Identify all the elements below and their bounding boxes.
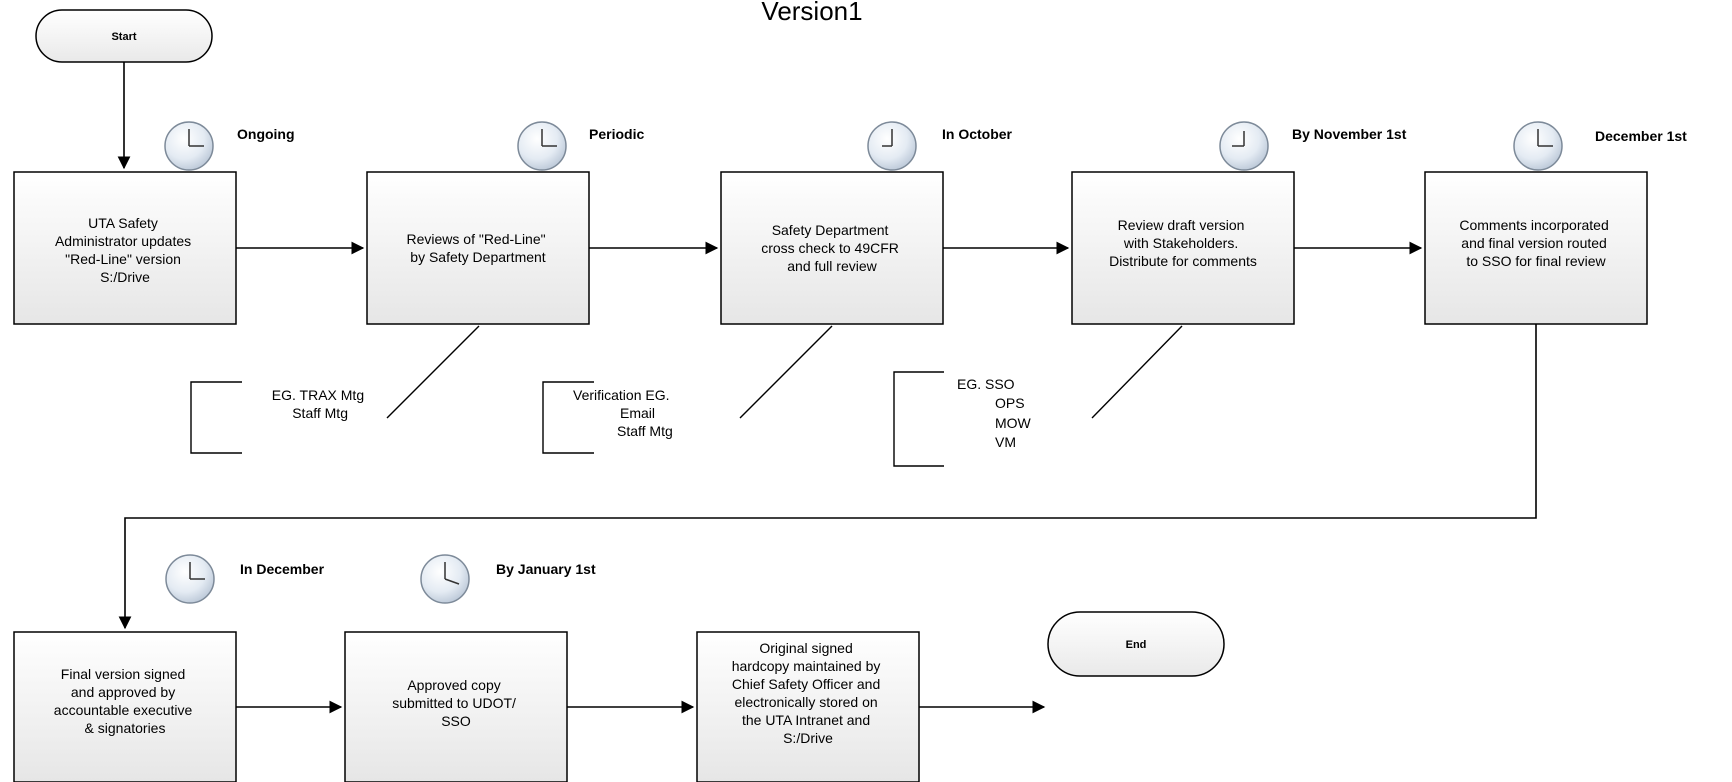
step-box-5 bbox=[1424, 171, 1648, 325]
step-box-1 bbox=[13, 171, 237, 325]
step-text-6: Final version signed and approved by acc… bbox=[54, 666, 196, 736]
annotation-1: EG. TRAX Mtg Staff Mtg bbox=[190, 325, 480, 454]
clock-icon bbox=[420, 554, 470, 604]
step-text-4: Review draft version with Stakeholders. … bbox=[1109, 217, 1257, 269]
diagram-title: Version1 bbox=[761, 0, 862, 26]
step-text-5: Comments incorporated and final version … bbox=[1459, 217, 1612, 269]
step-box-4 bbox=[1071, 171, 1295, 325]
time-label-ongoing: Ongoing bbox=[237, 126, 295, 142]
time-label-periodic: Periodic bbox=[589, 126, 644, 142]
time-label-january: By January 1st bbox=[496, 561, 596, 577]
clock-icon bbox=[164, 121, 214, 171]
time-label-in-december: In December bbox=[240, 561, 325, 577]
clock-icon bbox=[165, 554, 215, 604]
connector-step5-to-step6 bbox=[118, 324, 1537, 630]
time-label-november: By November 1st bbox=[1292, 126, 1407, 142]
end-terminator: End bbox=[1047, 611, 1225, 677]
step-box-6 bbox=[13, 631, 237, 782]
annotation-2: Verification EG. Email Staff Mtg bbox=[542, 325, 833, 454]
step-text-8: Original signed hardcopy maintained by C… bbox=[732, 640, 885, 746]
annotation-text-3: EG. SSO OPS MOW VM bbox=[957, 376, 1035, 450]
start-terminator: Start bbox=[35, 9, 213, 63]
step-text-7: Approved copy submitted to UDOT/ SSO bbox=[392, 677, 520, 729]
time-label-october: In October bbox=[942, 126, 1013, 142]
end-label: End bbox=[1126, 639, 1147, 651]
annotation-text-1: EG. TRAX Mtg Staff Mtg bbox=[272, 387, 368, 421]
step-box-7 bbox=[344, 631, 568, 782]
step-text-2: Reviews of "Red-Line" by Safety Departme… bbox=[406, 231, 549, 265]
step-box-8 bbox=[696, 631, 920, 782]
annotation-3: EG. SSO OPS MOW VM bbox=[893, 325, 1183, 467]
clock-icon bbox=[517, 121, 567, 171]
clock-icon bbox=[867, 121, 917, 171]
clock-icon bbox=[1513, 121, 1563, 171]
clock-icon bbox=[1219, 121, 1269, 171]
step-text-3: Safety Department cross check to 49CFR a… bbox=[761, 222, 903, 274]
step-box-2 bbox=[366, 171, 590, 325]
annotation-text-2: Verification EG. Email Staff Mtg bbox=[573, 387, 673, 439]
time-label-december-1st: December 1st bbox=[1595, 128, 1687, 144]
step-text-1: UTA Safety Administrator updates "Red-Li… bbox=[55, 215, 195, 285]
start-label: Start bbox=[111, 31, 136, 43]
